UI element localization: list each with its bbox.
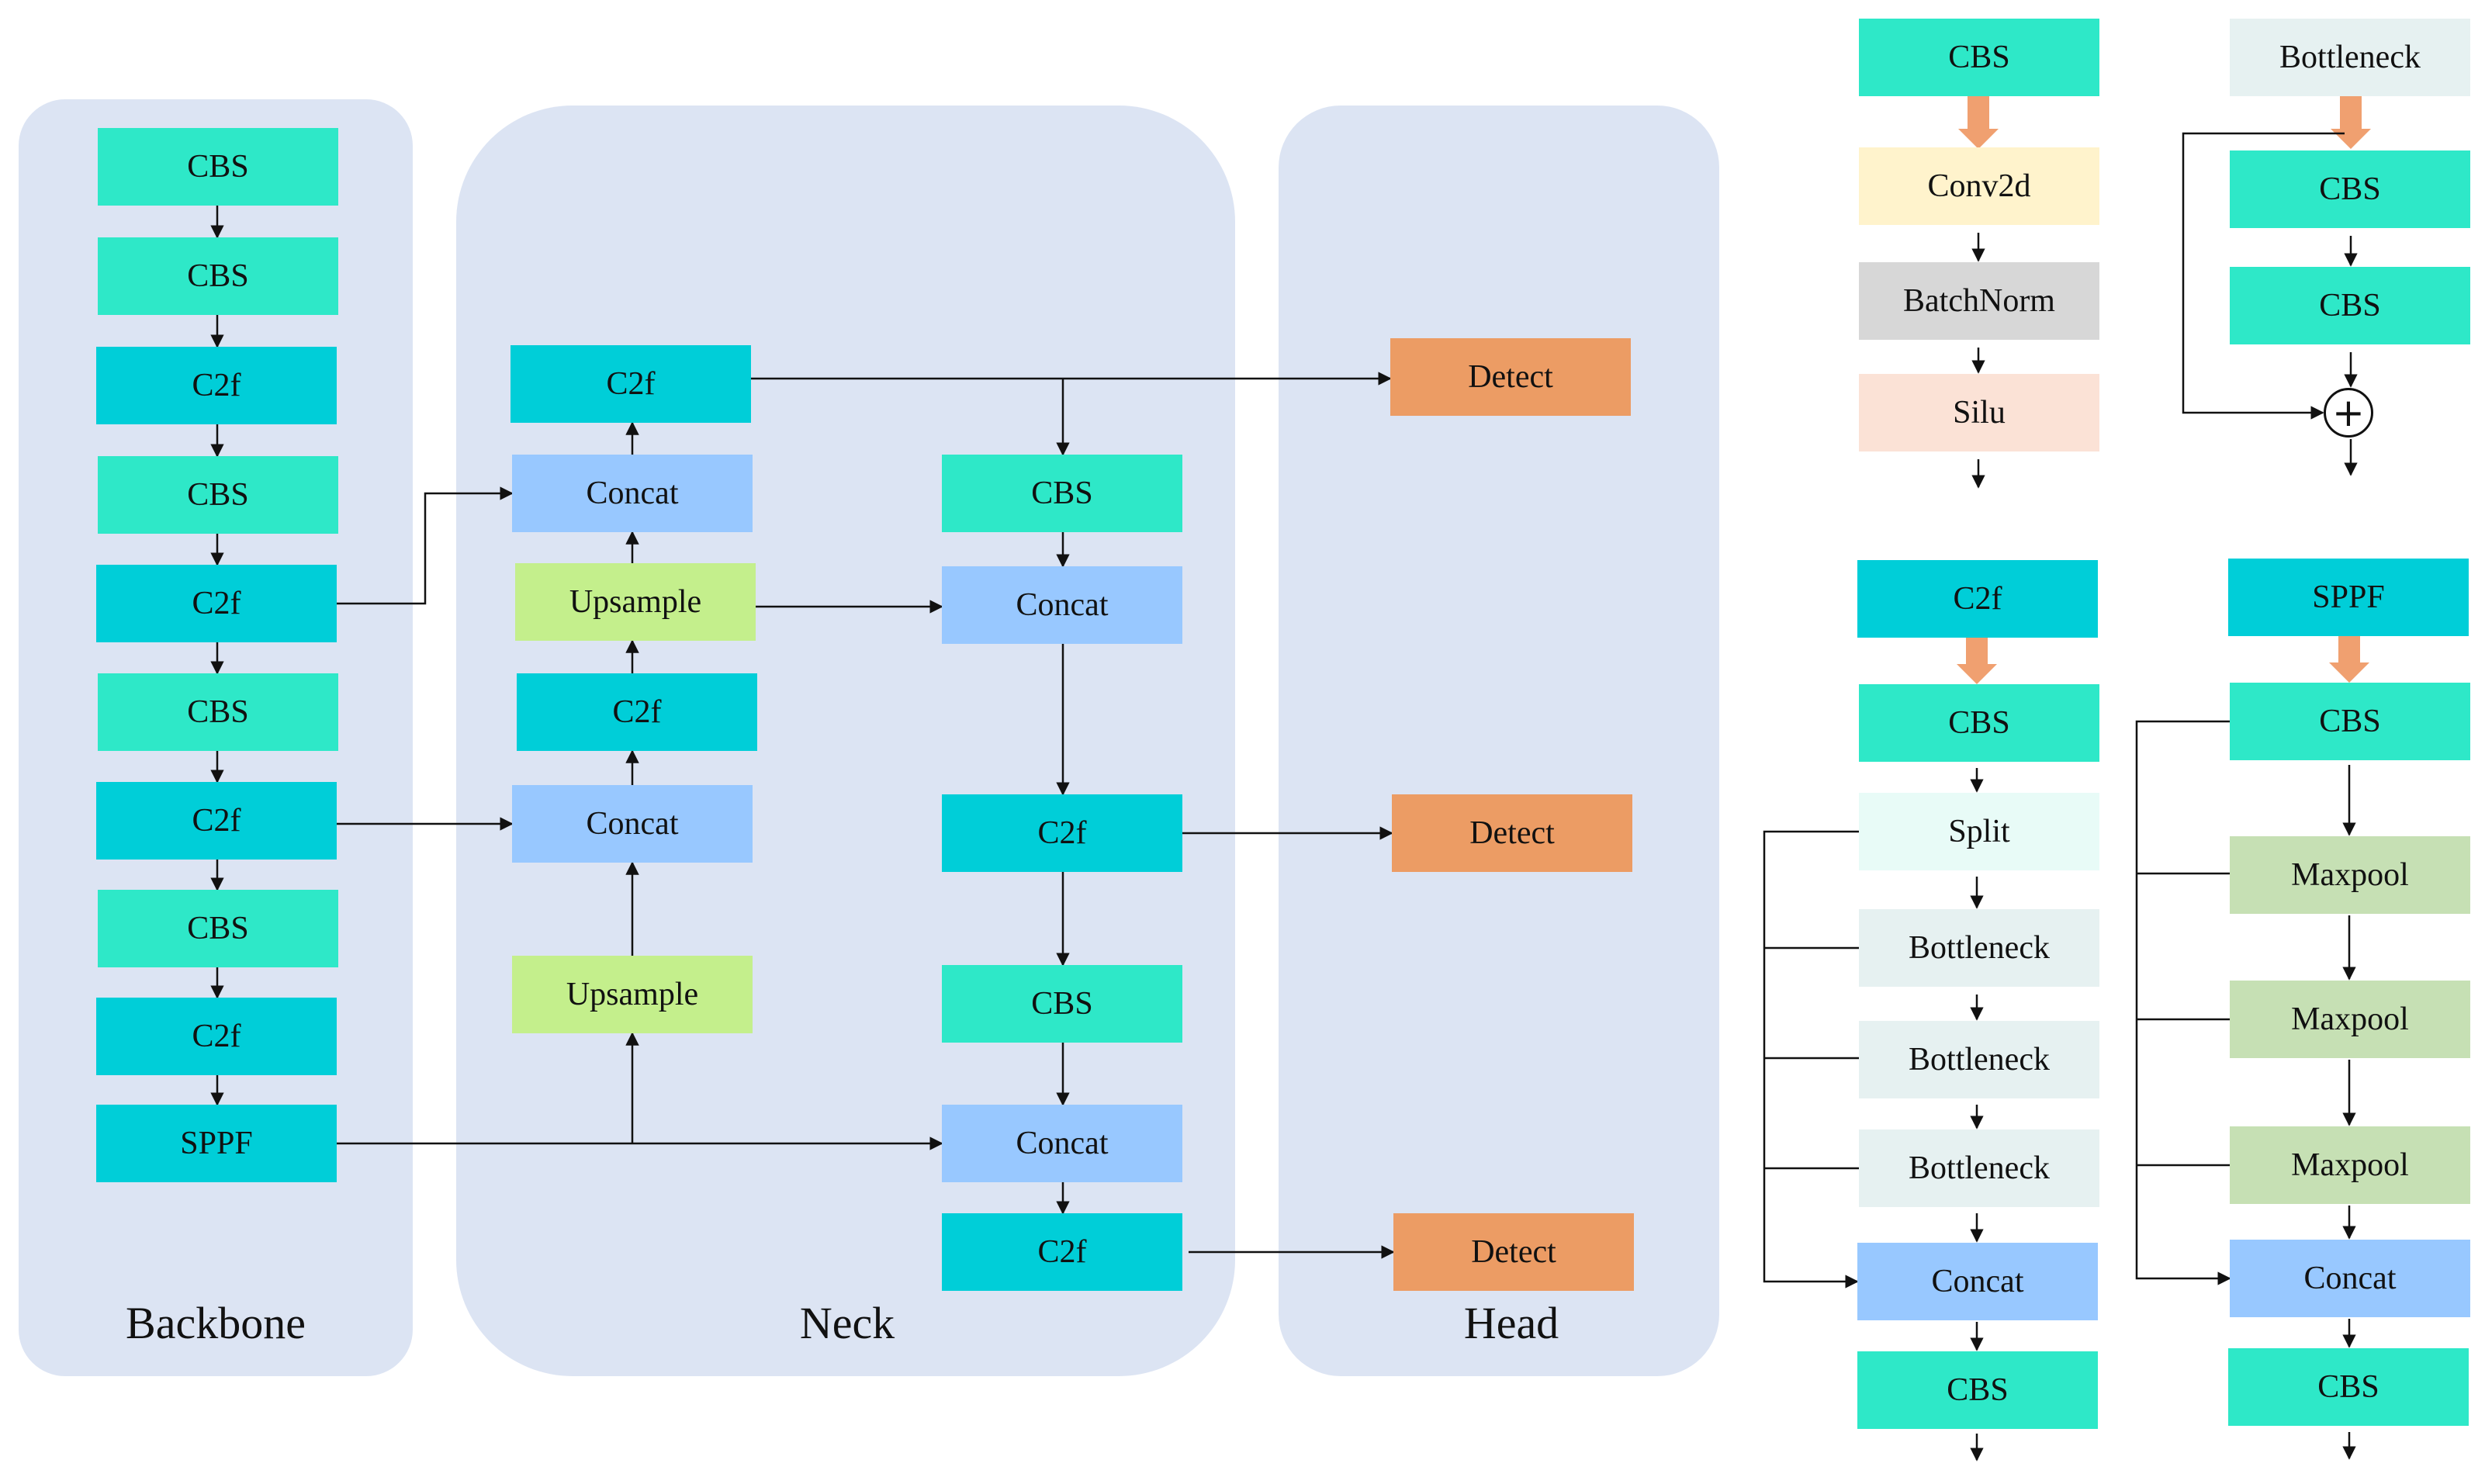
backbone-sppf: SPPF [96,1105,337,1182]
neck-upsample-upper: Upsample [515,563,756,641]
module-c2f-cbs-2: CBS [1857,1351,2098,1429]
connector-line-57 [2135,720,2231,1285]
connector-line-36 [2182,132,2345,420]
neck-c2f-right-bottom: C2f [942,1213,1182,1291]
backbone-cbs-3: CBS [98,456,338,534]
module-cbs-silu: Silu [1859,374,2099,451]
neck-cbs-upper: CBS [942,455,1182,532]
connector-line-46 [1763,830,1859,1289]
backbone-c2f-3: C2f [96,782,337,860]
backbone-cbs-4: CBS [98,673,338,751]
module-c2f-concat: Concat [1857,1243,2098,1320]
expand-arrow-29 [1958,96,1999,149]
neck-concat-right-upper: Concat [942,566,1182,644]
backbone-label: Backbone [126,1298,306,1348]
neck-cbs-lower: CBS [942,965,1182,1043]
module-sppf-maxpool-1: Maxpool [2230,836,2470,914]
module-c2f-split: Split [1859,793,2099,870]
add-icon: + [2324,388,2373,438]
neck-upsample-lower: Upsample [512,956,753,1033]
expand-arrow-50 [2329,621,2369,683]
module-sppf-header: SPPF [2228,559,2469,636]
connector-line-10 [337,486,514,605]
neck-concat-upper: Concat [512,455,753,532]
backbone-c2f-2: C2f [96,565,337,642]
module-bottleneck-cbs-2: CBS [2230,267,2470,344]
backbone-cbs-2: CBS [98,237,338,315]
module-bottleneck-header: Bottleneck [2230,19,2470,96]
module-sppf-maxpool-2: Maxpool [2230,981,2470,1058]
module-sppf-cbs-1: CBS [2230,683,2470,760]
module-sppf-maxpool-3: Maxpool [2230,1126,2470,1204]
module-c2f-bottleneck-1: Bottleneck [1859,909,2099,987]
head-panel [1279,106,1719,1376]
module-c2f-header: C2f [1857,560,2098,638]
backbone-c2f-1: C2f [96,347,337,424]
backbone-cbs-5: CBS [98,890,338,967]
module-bottleneck-cbs-1: CBS [2230,150,2470,228]
module-cbs-header: CBS [1859,19,2099,96]
head-label: Head [1463,1298,1559,1348]
module-cbs-batchnorm: BatchNorm [1859,262,2099,340]
backbone-c2f-4: C2f [96,998,337,1075]
module-c2f-cbs-1: CBS [1859,684,2099,762]
neck-c2f-middle: C2f [517,673,757,751]
neck-label: Neck [799,1298,895,1348]
module-c2f-bottleneck-2: Bottleneck [1859,1021,2099,1098]
neck-c2f-top: C2f [510,345,751,423]
module-cbs-conv2d: Conv2d [1859,147,2099,225]
module-c2f-bottleneck-3: Bottleneck [1859,1129,2099,1207]
neck-concat-right-lower: Concat [942,1105,1182,1182]
detect-small: Detect [1393,1213,1634,1291]
detect-medium: Detect [1392,794,1632,872]
expand-arrow-38 [1957,622,1997,684]
backbone-cbs-1: CBS [98,128,338,206]
module-sppf-concat: Concat [2230,1240,2470,1317]
neck-concat-lower: Concat [512,785,753,863]
neck-c2f-right-middle: C2f [942,794,1182,872]
expand-arrow-33 [2331,88,2371,149]
detect-large: Detect [1390,338,1631,416]
module-sppf-cbs-2: CBS [2228,1348,2469,1426]
